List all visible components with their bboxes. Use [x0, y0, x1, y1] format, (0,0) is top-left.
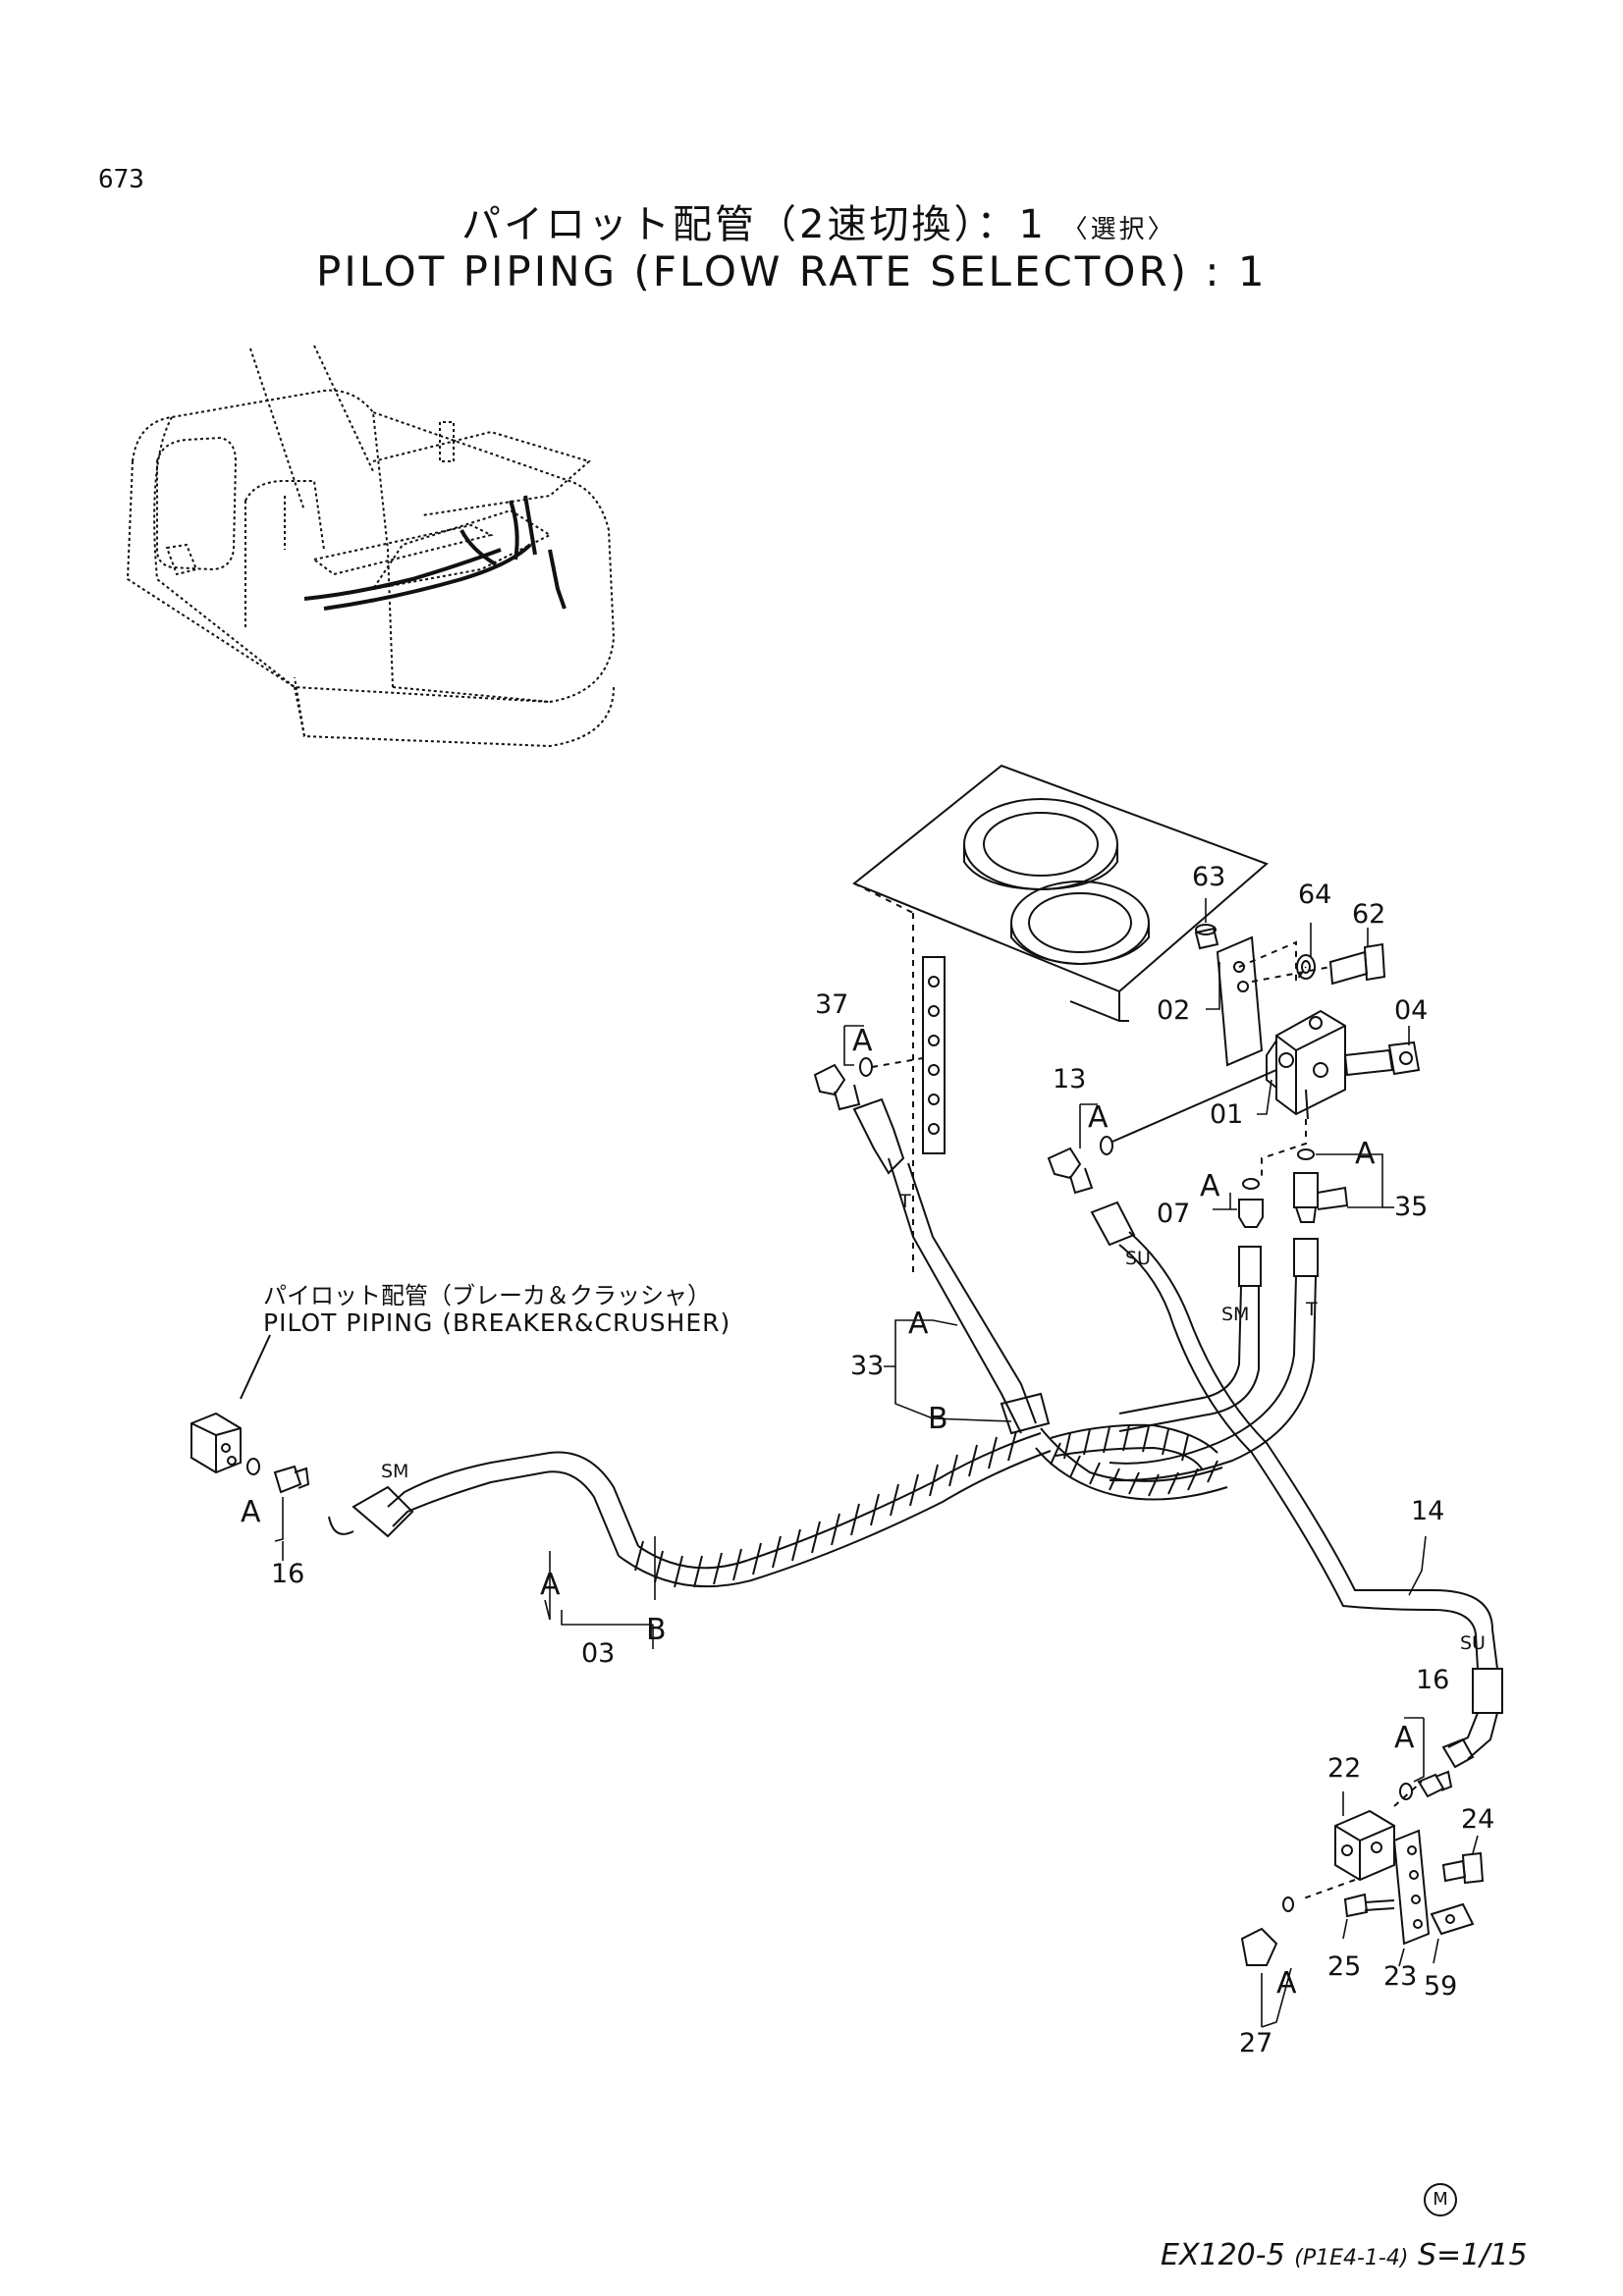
port-label-su-right: SU — [1460, 1632, 1486, 1654]
footer-model: EX120-5 — [1161, 2238, 1285, 2272]
part-59-label: 59 — [1424, 1971, 1457, 2002]
callout-a-35: A — [1355, 1137, 1376, 1171]
callout-a-07: A — [1200, 1169, 1220, 1203]
leader-lines — [274, 898, 1479, 2028]
part-16-right-label: 16 — [1416, 1665, 1449, 1695]
port-label-sm-left: SM — [381, 1461, 408, 1482]
port-label-su-top: SU — [1125, 1248, 1151, 1269]
title-english: PILOT PIPING (FLOW RATE SELECTOR) : 1 — [316, 247, 1268, 295]
callout-b-33: B — [928, 1402, 948, 1436]
part-13-label: 13 — [1053, 1064, 1086, 1095]
footer-scale: S=1/15 — [1417, 2238, 1528, 2272]
hose-33 — [852, 1097, 1051, 1435]
breaker-valve-block — [190, 1334, 310, 1494]
part-23-label: 23 — [1383, 1961, 1417, 1992]
part-07-label: 07 — [1157, 1199, 1190, 1229]
callout-a-16-left: A — [241, 1495, 261, 1529]
port-label-t-top: T — [898, 1191, 911, 1212]
callout-a-03: A — [540, 1568, 561, 1602]
callout-b-03: B — [646, 1613, 667, 1647]
reference-note-japanese: パイロット配管（ブレーカ＆クラッシャ） — [263, 1282, 711, 1309]
part-33-label: 33 — [850, 1351, 884, 1381]
m-mark-symbol: M — [1424, 2183, 1457, 2216]
hydraulic-tank — [852, 764, 1269, 1276]
part-27-label: 27 — [1239, 2028, 1272, 2058]
footer-model-info: EX120-5 (P1E4-1-4) S=1/15 — [1161, 2238, 1528, 2272]
title-japanese-suffix: 〈選択〉 — [1061, 215, 1176, 244]
part-64-label: 64 — [1298, 880, 1331, 910]
part-63-label: 63 — [1192, 862, 1225, 892]
valve-fittings — [813, 1057, 1349, 1228]
part-04-label: 04 — [1394, 995, 1428, 1026]
callout-a-27: A — [1276, 1966, 1297, 2001]
spiral-guard — [634, 1423, 1228, 1588]
excavator-highlight-piping — [303, 495, 567, 611]
callout-a-16-right: A — [1394, 1721, 1415, 1755]
part-37-label: 37 — [815, 989, 848, 1020]
callout-a-33: A — [908, 1307, 929, 1341]
part-24-label: 24 — [1461, 1804, 1494, 1835]
hoses-sm-t — [1109, 1238, 1319, 1482]
reference-note-english: PILOT PIPING (BREAKER&CRUSHER) — [263, 1308, 731, 1337]
part-03-label: 03 — [581, 1638, 615, 1669]
footer-code: (P1E4-1-4) — [1294, 2246, 1409, 2270]
hose-03 — [328, 1432, 1052, 1588]
port-label-t-mid: T — [1305, 1299, 1318, 1320]
port-label-sm-mid: SM — [1221, 1304, 1249, 1325]
callout-a-37: A — [852, 1024, 873, 1058]
excavator-overview — [126, 345, 616, 748]
hose-su — [1090, 1201, 1503, 1769]
part-25-label: 25 — [1327, 1951, 1361, 1982]
selector-valve-assembly — [1194, 924, 1421, 1178]
right-valve-block — [1240, 1770, 1485, 1966]
part-62-label: 62 — [1352, 899, 1385, 930]
title-japanese-main: パイロット配管（2速切換）：1 — [461, 202, 1047, 247]
part-16-left-label: 16 — [271, 1559, 304, 1589]
part-01-label: 01 — [1210, 1099, 1243, 1130]
callout-a-13: A — [1088, 1100, 1109, 1135]
part-02-label: 02 — [1157, 995, 1190, 1026]
part-35-label: 35 — [1394, 1192, 1428, 1222]
page-number: 673 — [98, 165, 144, 194]
part-14-label: 14 — [1411, 1496, 1444, 1526]
title-japanese: パイロット配管（2速切換）：1 〈選択〉 — [461, 192, 1176, 249]
part-22-label: 22 — [1327, 1753, 1361, 1784]
